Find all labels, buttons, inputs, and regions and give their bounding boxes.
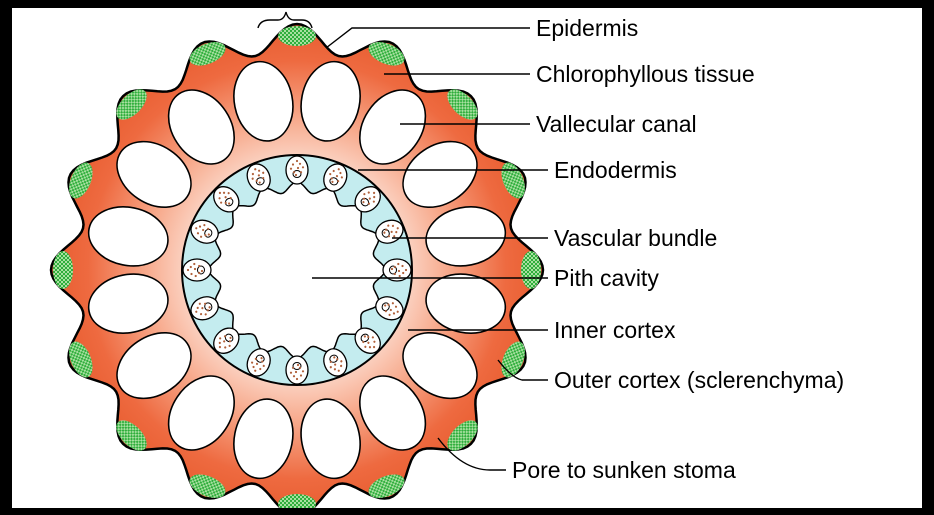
diagram-canvas: Epidermis Chlorophyllous tissue Vallecul…	[12, 8, 922, 508]
vascular-bundle	[286, 156, 308, 184]
label-epidermis: Epidermis	[536, 15, 638, 41]
chlorophyll-patch	[521, 251, 541, 289]
label-endodermis: Endodermis	[554, 157, 677, 183]
vascular-bundle	[183, 259, 211, 281]
label-pore-to-sunken-stoma: Pore to sunken stoma	[512, 457, 736, 483]
chlorophyll-patch	[53, 251, 73, 289]
leader-epidermis	[326, 28, 530, 48]
label-chlorophyllous-tissue: Chlorophyllous tissue	[536, 61, 755, 87]
label-vallecular-canal: Vallecular canal	[536, 111, 697, 137]
equisetum-stem-cross-section: Epidermis Chlorophyllous tissue Vallecul…	[12, 8, 922, 508]
chlorophyll-patch	[278, 26, 316, 46]
label-vascular-bundle: Vascular bundle	[554, 225, 717, 251]
label-outer-cortex: Outer cortex (sclerenchyma)	[554, 367, 844, 393]
vascular-bundle	[286, 356, 308, 384]
label-pith-cavity: Pith cavity	[554, 265, 659, 291]
label-inner-cortex: Inner cortex	[554, 317, 676, 343]
